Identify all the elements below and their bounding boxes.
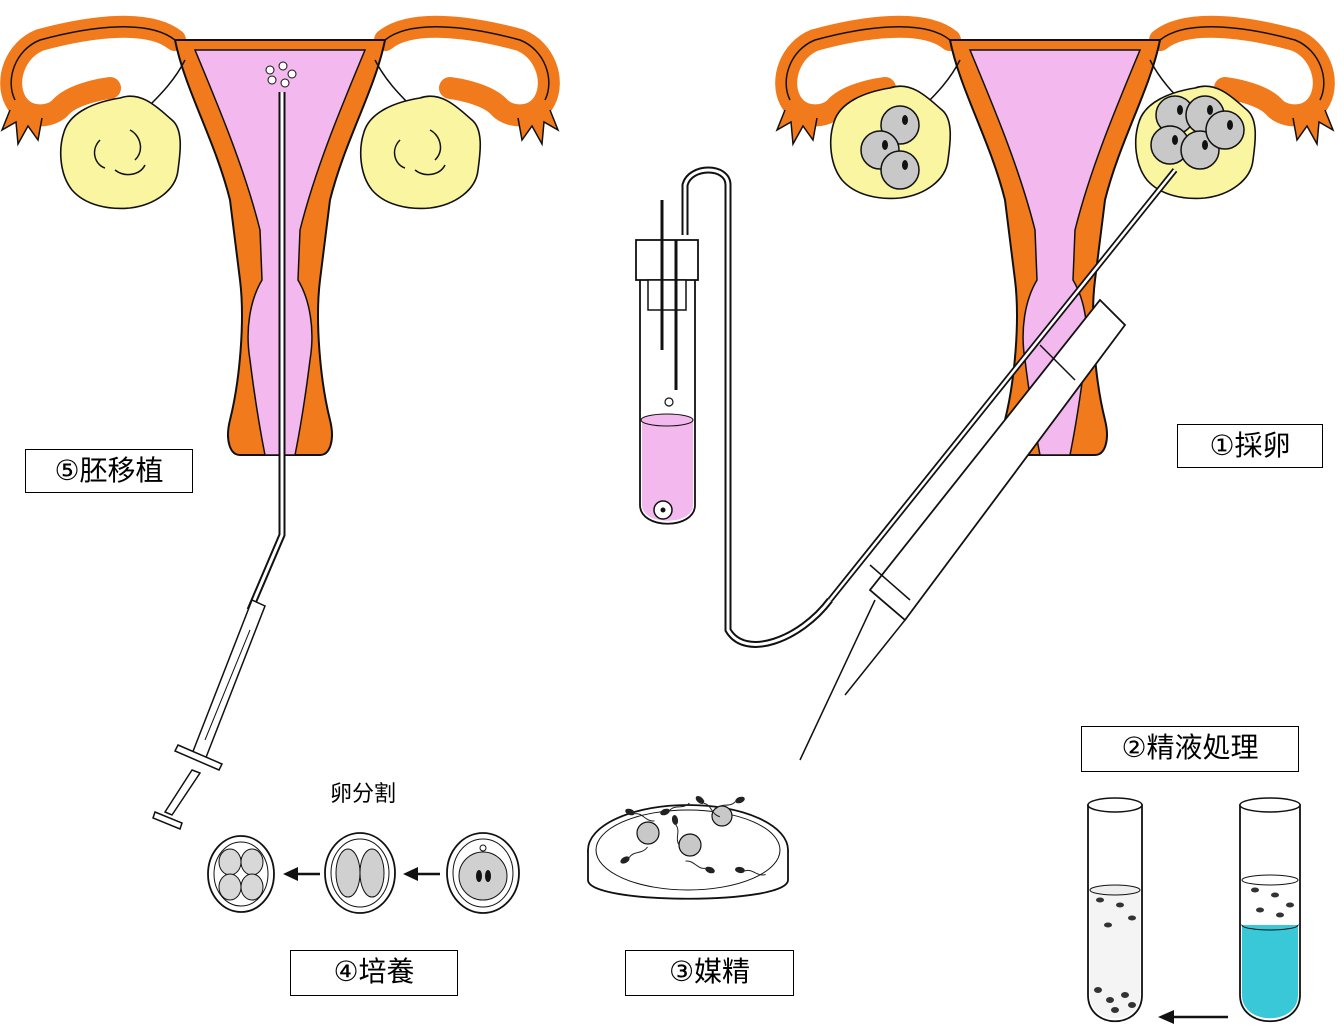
label-cleavage: 卵分割 <box>330 776 396 808</box>
aspiration-tubing <box>685 170 830 644</box>
uterus-left <box>2 27 558 829</box>
label-step5-embryo-transfer: ⑤胚移植 <box>25 449 193 493</box>
follicle <box>881 151 919 189</box>
arrow-left-icon <box>403 867 440 881</box>
egg <box>654 501 672 519</box>
syringe <box>153 600 265 829</box>
arrow-left-icon <box>283 867 320 881</box>
arrow-left-icon <box>1158 1010 1228 1024</box>
embryo-2-cell <box>325 833 395 913</box>
embryo-4-cell <box>208 836 274 912</box>
label-step1-egg-retrieval: ①採卵 <box>1177 424 1323 468</box>
ovary-left-2 <box>361 96 481 208</box>
ovary-left-1 <box>61 96 181 208</box>
ultrasound-probe <box>800 300 1125 760</box>
centrifuge-tube-raw <box>1240 798 1300 1021</box>
follicle <box>1206 111 1244 149</box>
centrifuge-tube-processed <box>1088 798 1142 1021</box>
petri-dish <box>588 794 788 898</box>
label-step4-culture: ④培養 <box>290 950 458 996</box>
ovary-right-2 <box>1136 86 1256 198</box>
collection-tube <box>636 200 698 524</box>
ovary-right-1 <box>831 86 951 198</box>
fertilized-egg <box>447 833 519 913</box>
label-step3-insemination: ③媒精 <box>625 950 794 996</box>
label-step2-semen-processing: ②精液処理 <box>1081 726 1299 772</box>
